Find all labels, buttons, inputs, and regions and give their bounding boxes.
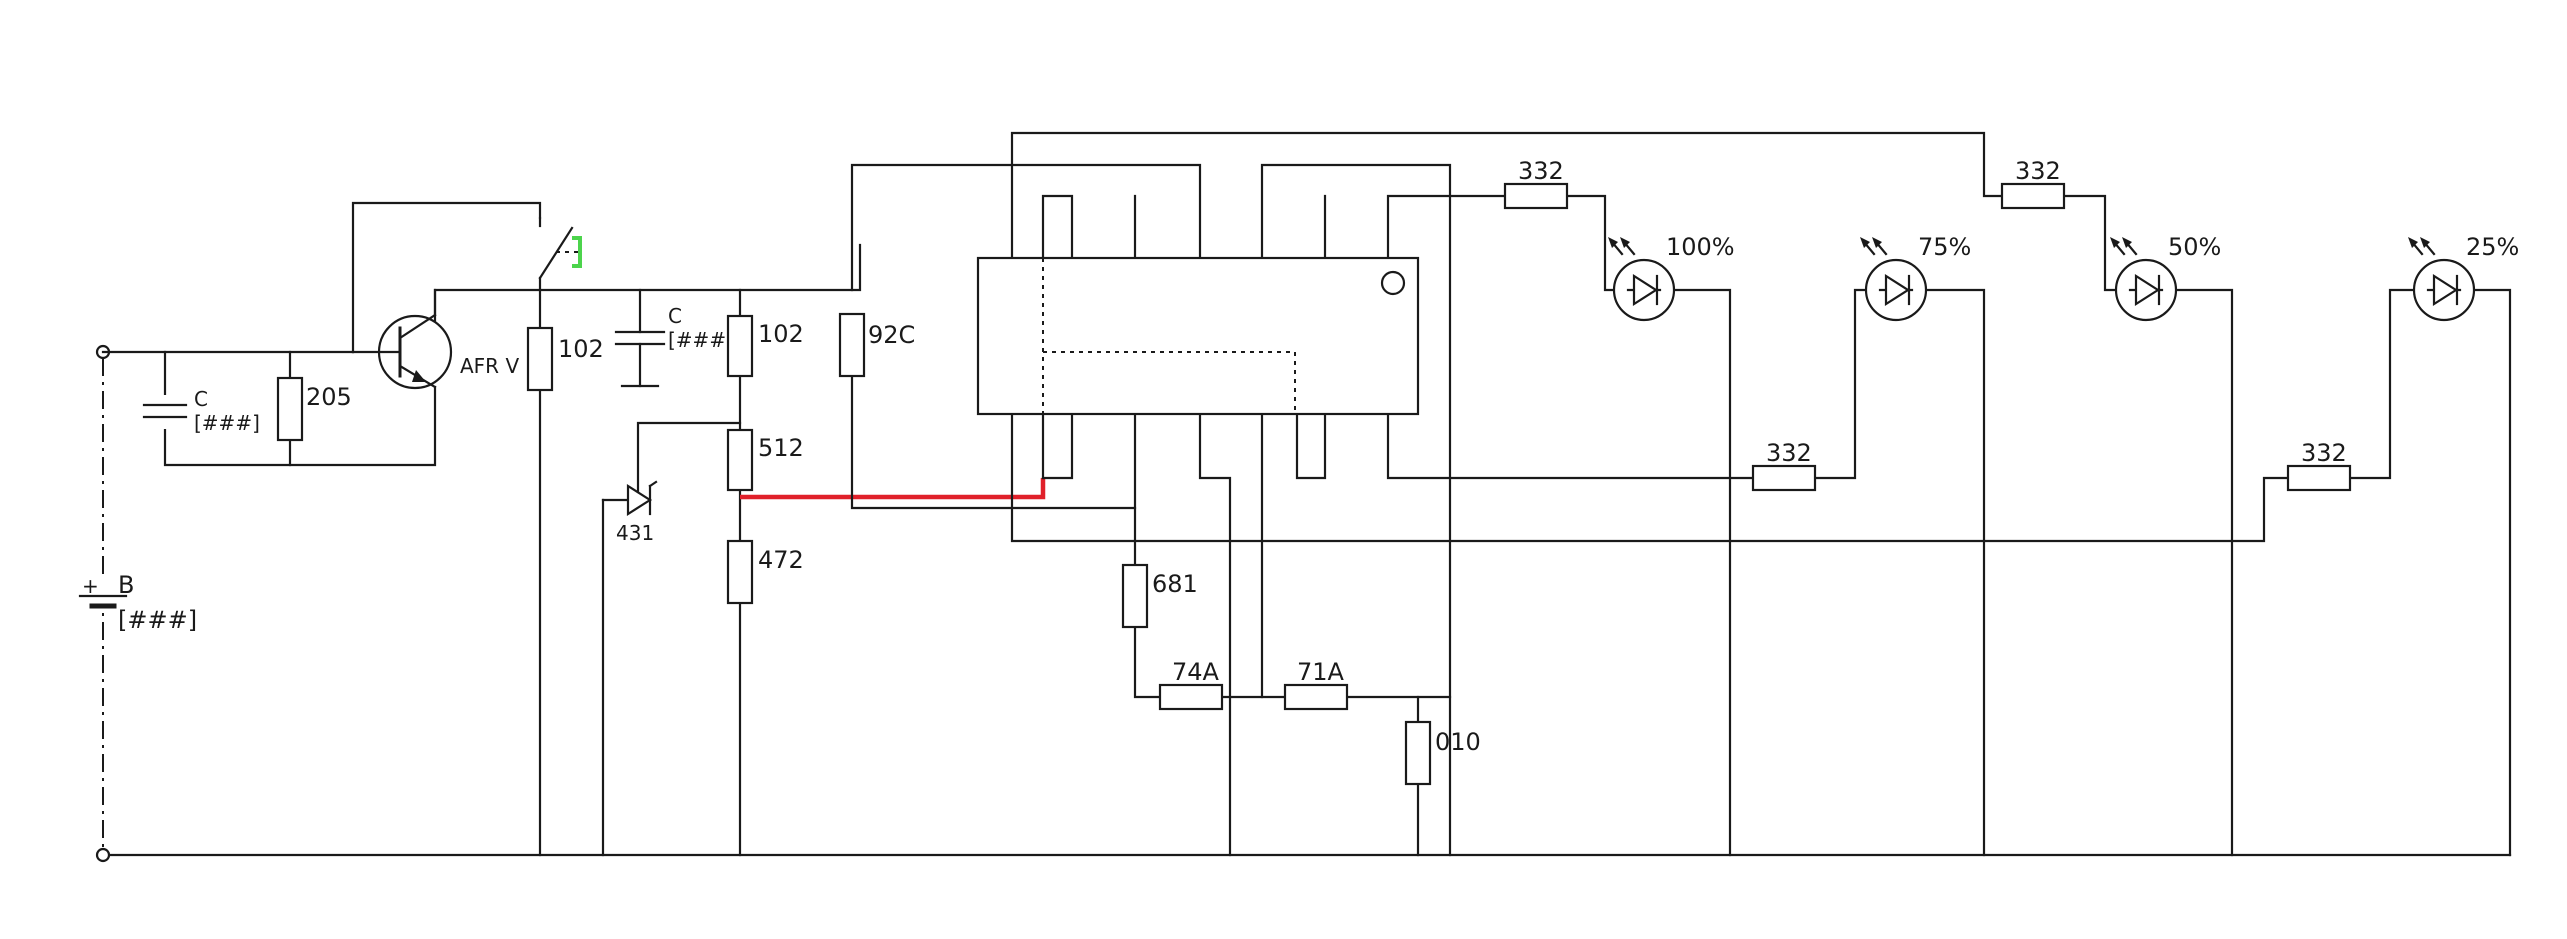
led-wires [1565,194,2512,857]
resistor-74a-label: 74A [1172,658,1220,686]
resistor-205[interactable]: 205 [276,376,352,442]
capacitor-input[interactable]: C [###] [140,387,260,435]
led-25[interactable]: 25% [2408,233,2519,322]
divider-wires [601,288,742,857]
resistor-332-a-label: 332 [1518,157,1564,185]
led-50[interactable]: 50% [2110,233,2221,322]
92c-wires [850,163,1202,510]
capacitor-mid-wires [620,288,660,388]
resistor-010[interactable]: 010 [1404,720,1481,786]
highlighted-wire[interactable] [740,478,1046,500]
resistor-332-b[interactable]: 332 [1751,439,1817,492]
led-75[interactable]: 75% [1860,233,1971,322]
battery-value: [###] [118,606,197,634]
resistor-102-left-label: 102 [558,335,604,363]
resistor-92c-label: 92C [868,321,915,349]
led-100[interactable]: 100% [1608,233,1735,322]
resistor-472[interactable]: 472 [726,539,804,605]
resistor-102-right[interactable]: 102 [726,314,804,378]
terminal-bottom[interactable] [95,847,111,863]
resistor-102-right-label: 102 [758,320,804,348]
capacitor-input-label: C [194,387,208,411]
resistor-332-c-label: 332 [2015,157,2061,185]
resistor-205-label: 205 [306,383,352,411]
capacitor-input-value: [###] [194,411,260,435]
resistor-332-a[interactable]: 332 [1503,157,1569,210]
resistor-332-d-label: 332 [2301,439,2347,467]
resistor-332-d[interactable]: 332 [2286,439,2352,492]
resistor-472-label: 472 [758,546,804,574]
battery-symbol[interactable]: + B [###] [78,571,197,634]
resistor-71a[interactable]: 71A [1283,658,1349,711]
resistor-010-label: 010 [1435,728,1481,756]
ic-pin-wires [1010,131,2290,857]
resistor-512-label: 512 [758,434,804,462]
transistor-afrv[interactable]: AFR V [351,288,519,390]
capacitor-mid-label: C [668,304,682,328]
resistor-71a-label: 71A [1297,658,1345,686]
switch[interactable] [538,216,582,292]
battery-label: B [118,571,134,599]
resistor-332-c[interactable]: 332 [2000,157,2066,210]
resistor-681-label: 681 [1152,570,1198,598]
battery-plus-label: + [82,574,99,598]
led-100-label: 100% [1666,233,1735,261]
transistor-label: AFR V [460,354,519,378]
led-75-label: 75% [1918,233,1971,261]
led-25-label: 25% [2466,233,2519,261]
ic-chip[interactable] [976,256,1420,416]
led-50-label: 50% [2168,233,2221,261]
capacitor-mid-value: [###] [668,328,734,352]
zener-label: 431 [616,521,654,545]
resistor-74a[interactable]: 74A [1158,658,1224,711]
resistor-681[interactable]: 681 [1121,563,1198,629]
resistor-512[interactable]: 512 [726,428,804,492]
bottom-network-wires [1133,625,1452,857]
resistor-102-left[interactable]: 102 [526,326,604,392]
resistor-332-b-label: 332 [1766,439,1812,467]
capacitor-mid[interactable]: C [###] [614,304,734,352]
zener-431[interactable]: 431 [601,480,658,545]
input-wires [101,201,862,857]
resistor-92c[interactable]: 92C [838,312,915,378]
